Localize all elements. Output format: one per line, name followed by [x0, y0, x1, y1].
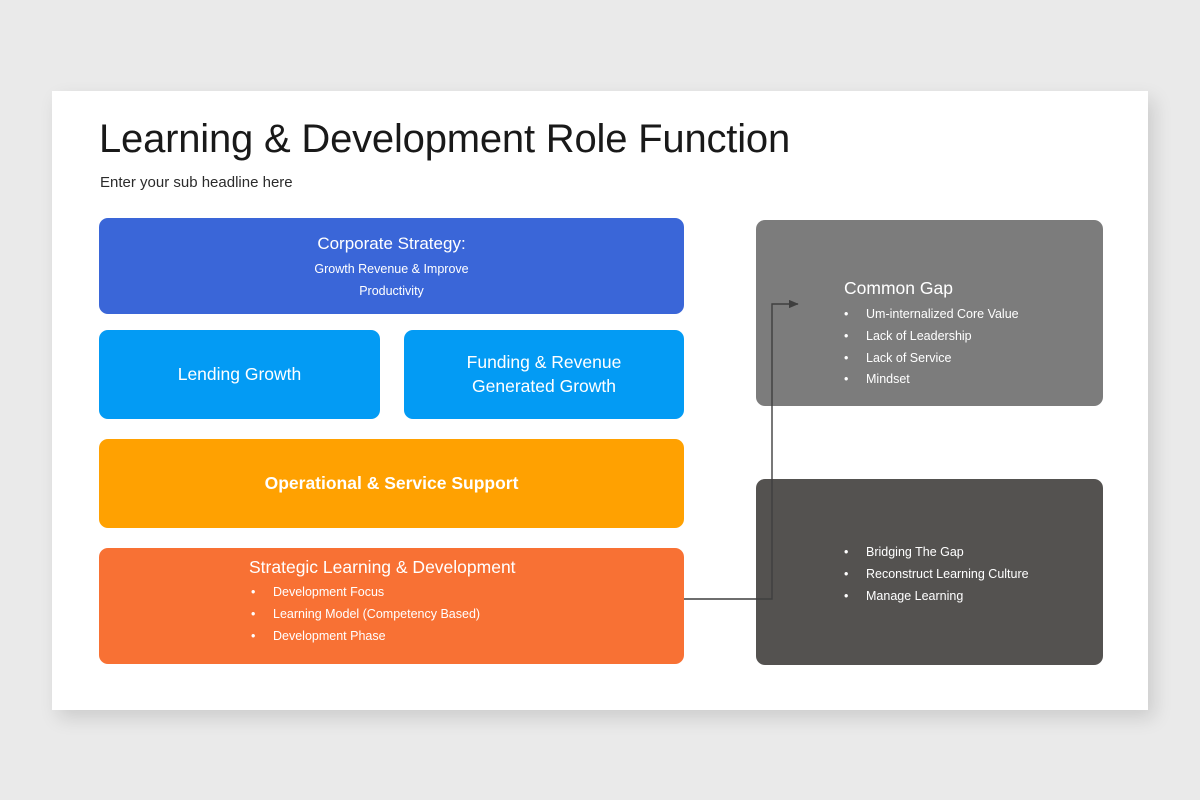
common-gap-content: Common Gap • Um-internalized Core Value • L…	[844, 278, 1019, 391]
common-gap-bullet: • Lack of Service	[844, 348, 1019, 370]
bullet-dot-icon: •	[251, 628, 256, 643]
box-bridging-gap[interactable]: • Bridging The Gap • Reconstruct Learning C…	[756, 479, 1103, 665]
bridging-gap-content: • Bridging The Gap • Reconstruct Learning C…	[844, 542, 1029, 607]
common-gap-bullet-list: • Um-internalized Core Value • Lack of Lead…	[844, 304, 1019, 391]
bullet-dot-icon: •	[844, 545, 849, 559]
bridging-gap-bullet: • Manage Learning	[844, 586, 1029, 608]
bullet-dot-icon: •	[844, 588, 849, 603]
strategic-learning-bullet-list: • Development Focus • Learning Model (Compe…	[249, 582, 516, 647]
bullet-dot-icon: •	[844, 350, 849, 365]
strategic-learning-content: Strategic Learning & Development • Develo…	[249, 557, 516, 647]
operational-support-title: Operational & Service Support	[264, 472, 519, 493]
page-subtitle: Enter your sub headline here	[100, 174, 293, 191]
bridging-gap-bullet-list: • Bridging The Gap • Reconstruct Learning C…	[844, 542, 1029, 607]
common-gap-bullet-label: Um-internalized Core Value	[866, 307, 1019, 321]
bullet-dot-icon: •	[844, 328, 849, 343]
box-strategic-learning[interactable]: Strategic Learning & Development • Develo…	[99, 548, 684, 664]
box-lending-growth[interactable]: Lending Growth	[99, 330, 380, 419]
box-corporate-strategy[interactable]: Corporate Strategy: Growth Revenue & Imp…	[99, 218, 684, 314]
common-gap-bullet: • Um-internalized Core Value	[844, 304, 1019, 326]
common-gap-bullet: • Lack of Leadership	[844, 326, 1019, 348]
bullet-dot-icon: •	[251, 585, 256, 599]
corporate-strategy-line2: Productivity	[359, 283, 424, 298]
funding-revenue-line1: Funding & Revenue	[466, 352, 622, 373]
common-gap-bullet-label: Lack of Leadership	[866, 328, 972, 343]
bridging-gap-bullet-label: Manage Learning	[866, 588, 964, 603]
strategic-learning-bullet-label: Learning Model (Competency Based)	[273, 606, 481, 621]
bridging-gap-bullet: • Reconstruct Learning Culture	[844, 564, 1029, 586]
common-gap-bullet: • Mindset	[844, 369, 1019, 391]
bullet-dot-icon: •	[844, 566, 849, 581]
lending-growth-title: Lending Growth	[177, 363, 302, 384]
common-gap-title: Common Gap	[844, 278, 953, 298]
bridging-gap-bullet: • Bridging The Gap	[844, 542, 1029, 564]
page-title: Learning & Development Role Function	[99, 117, 790, 161]
bullet-dot-icon: •	[251, 606, 256, 621]
box-funding-revenue[interactable]: Funding & Revenue Generated Growth	[404, 330, 684, 419]
funding-revenue-line2: Generated Growth	[472, 375, 616, 396]
slide-card: Learning & Development Role Function Ent…	[52, 91, 1148, 710]
corporate-strategy-line1: Growth Revenue & Improve	[314, 261, 469, 276]
common-gap-bullet-label: Mindset	[866, 372, 910, 387]
bridging-gap-bullet-label: Bridging The Gap	[866, 545, 964, 559]
strategic-learning-bullet: • Development Focus	[249, 582, 516, 604]
box-common-gap[interactable]: Common Gap • Um-internalized Core Value • L…	[756, 220, 1103, 406]
box-operational-support[interactable]: Operational & Service Support	[99, 439, 684, 528]
strategic-learning-bullet-label: Development Phase	[273, 628, 386, 643]
corporate-strategy-title: Corporate Strategy:	[317, 234, 466, 254]
bridging-gap-bullet-label: Reconstruct Learning Culture	[866, 566, 1029, 581]
bullet-dot-icon: •	[844, 372, 849, 387]
strategic-learning-title: Strategic Learning & Development	[249, 557, 516, 577]
strategic-learning-bullet: • Learning Model (Competency Based)	[249, 604, 516, 626]
strategic-learning-bullet: • Development Phase	[249, 626, 516, 648]
bullet-dot-icon: •	[844, 307, 849, 321]
common-gap-bullet-label: Lack of Service	[866, 350, 952, 365]
strategic-learning-bullet-label: Development Focus	[273, 585, 385, 599]
